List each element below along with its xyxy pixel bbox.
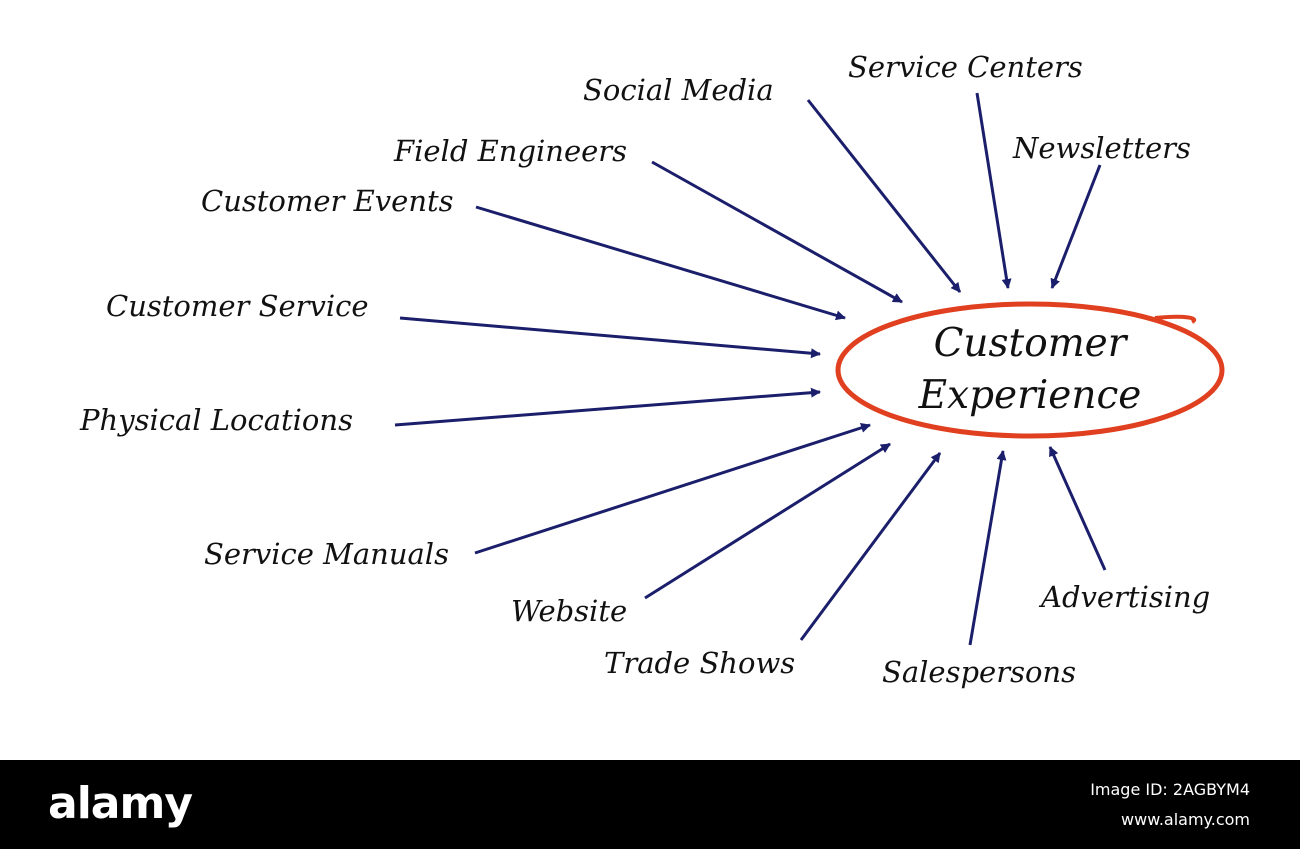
diagram-canvas	[394, 92, 1225, 646]
label-field-engineers: Field Engineers	[394, 134, 628, 168]
label-social-media: Social Media	[583, 73, 774, 107]
label-advertising: Advertising	[1041, 580, 1211, 614]
arrow-newsletters	[1050, 164, 1102, 289]
arrow-physical-locations	[394, 387, 821, 427]
arrow-salespersons	[968, 450, 1007, 646]
center-label: Customer Experience	[905, 318, 1155, 422]
center-label-line-2: Experience	[918, 373, 1142, 418]
arrows-group	[394, 92, 1107, 646]
label-customer-events: Customer Events	[201, 184, 454, 218]
arrow-advertising	[1048, 446, 1107, 571]
arrow-service-manuals	[474, 423, 871, 555]
label-physical-locations: Physical Locations	[80, 403, 353, 437]
arrow-field-engineers	[651, 160, 903, 304]
label-newsletters: Newsletters	[1013, 131, 1191, 165]
footer-bar: alamy Image ID: 2AGBYM4 www.alamy.com	[0, 760, 1300, 849]
center-label-line-1: Customer	[933, 321, 1127, 366]
arrow-website	[644, 442, 891, 600]
image-id: Image ID: 2AGBYM4	[1090, 780, 1250, 799]
alamy-logo: alamy	[48, 778, 193, 829]
label-customer-service: Customer Service	[106, 289, 369, 323]
label-website: Website	[511, 594, 628, 628]
site-url: www.alamy.com	[1121, 810, 1250, 829]
arrow-customer-service	[399, 316, 821, 359]
label-service-centers: Service Centers	[848, 50, 1083, 84]
center-ellipse	[835, 301, 1225, 439]
arrow-customer-events	[475, 205, 846, 321]
label-trade-shows: Trade Shows	[604, 646, 796, 680]
label-service-manuals: Service Manuals	[204, 537, 449, 571]
arrow-service-centers	[975, 92, 1012, 289]
center-ellipse-tail	[1154, 314, 1196, 324]
label-salespersons: Salespersons	[882, 655, 1076, 689]
arrow-social-media	[806, 99, 962, 293]
arrow-trade-shows	[799, 452, 942, 641]
